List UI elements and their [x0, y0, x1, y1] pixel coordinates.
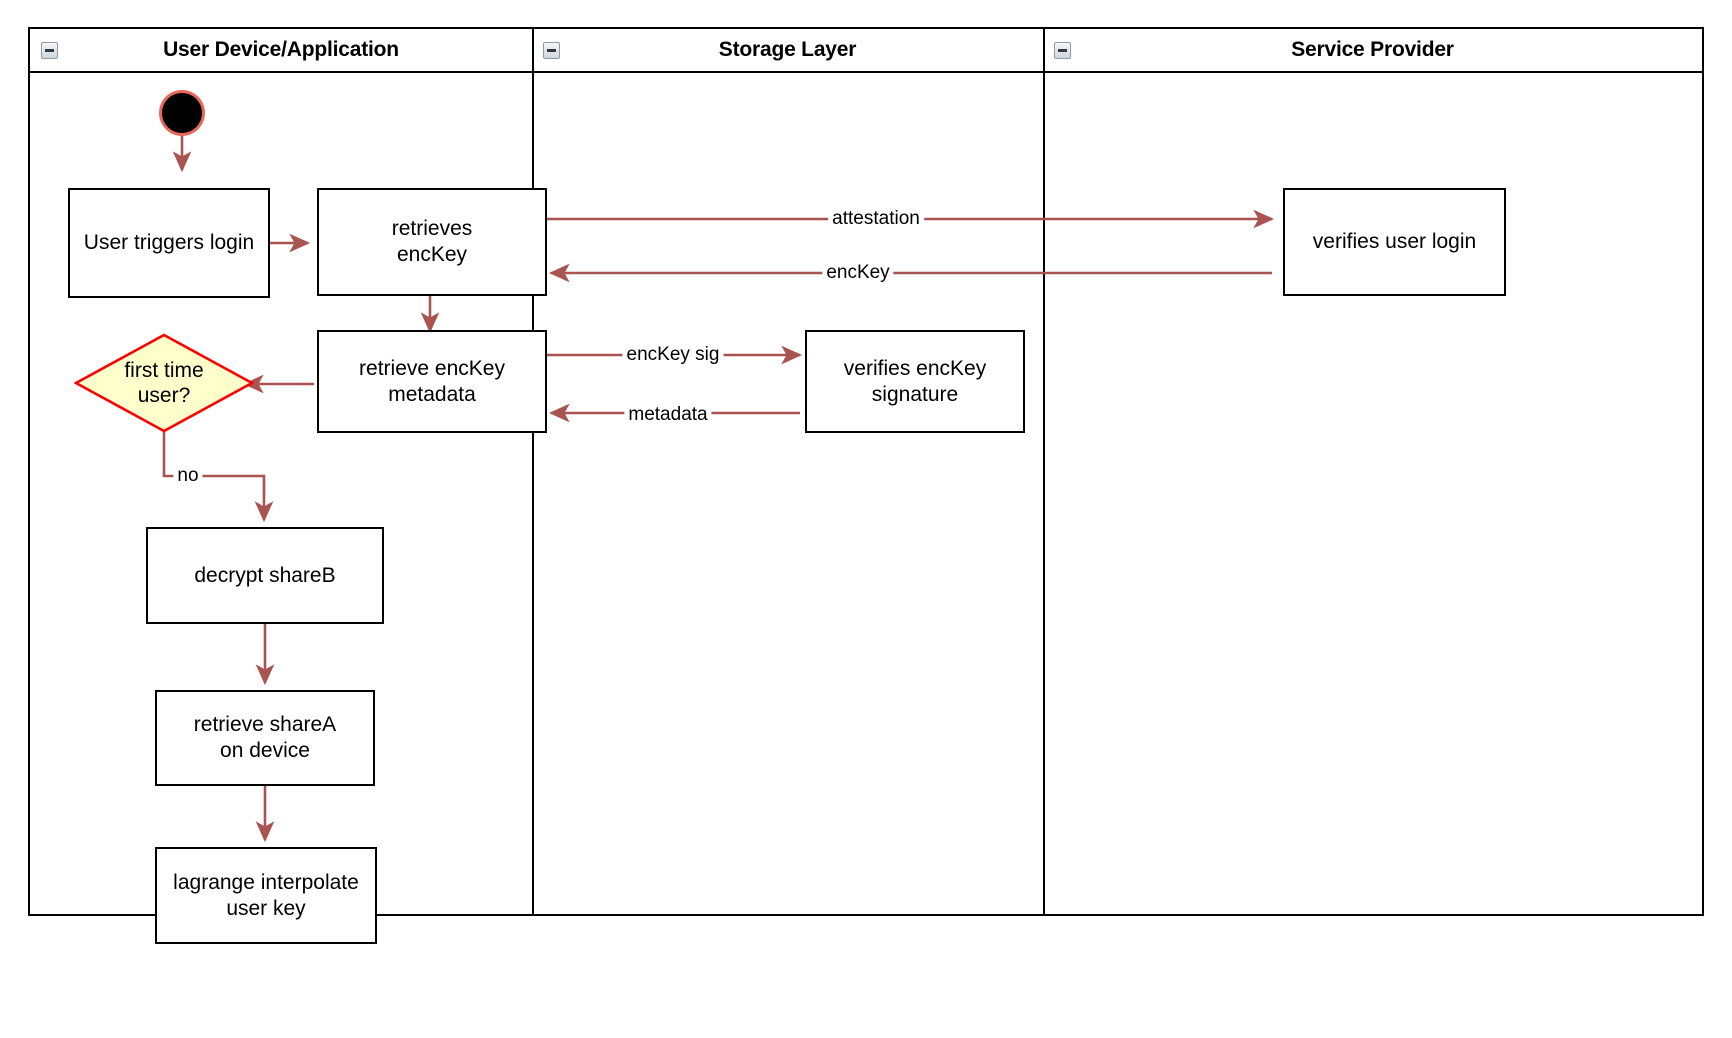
node-label-line1: retrieve encKey [359, 356, 505, 380]
node-verifies-user-login[interactable]: verifies user login [1283, 188, 1506, 296]
node-label-line2: on device [220, 739, 310, 762]
node-label-line1: retrieves [391, 217, 473, 241]
edge-label-enckey: encKey [822, 262, 894, 284]
lane-title-service-provider: Service Provider [1291, 38, 1454, 61]
node-lagrange-interpolate-user-key[interactable]: lagrange interpolate user key [155, 847, 377, 944]
collapse-minus-icon[interactable] [41, 42, 58, 59]
node-retrieve-sharea-on-device[interactable]: retrieve shareA on device [155, 690, 375, 786]
decision-diamond-shape [74, 333, 254, 433]
lane-title-user-device: User Device/Application [163, 38, 399, 61]
node-label-line1: lagrange interpolate [173, 870, 359, 894]
edge-label-no: no [173, 465, 203, 487]
node-decrypt-shareb[interactable]: decrypt shareB [146, 527, 384, 624]
lane-title-storage-layer: Storage Layer [718, 38, 857, 61]
node-label-line1: retrieve shareA [193, 713, 337, 737]
node-user-triggers-login[interactable]: User triggers login [68, 188, 270, 298]
node-retrieves-enckey[interactable]: retrieves encKey [317, 188, 547, 296]
node-label-line2: metadata [388, 382, 476, 406]
lane-header-service-provider: Service Provider [1043, 29, 1702, 73]
lane-divider-1 [532, 29, 534, 914]
node-label: verifies user login [1312, 230, 1477, 254]
lane-header-user-device: User Device/Application [30, 29, 532, 73]
lane-header-storage-layer: Storage Layer [532, 29, 1043, 73]
node-label-line1: verifies encKey [843, 356, 987, 380]
node-label: decrypt shareB [194, 563, 336, 587]
node-label-line2: user key [226, 896, 306, 920]
lane-divider-2 [1043, 29, 1045, 914]
edge-label-enckey-sig: encKey sig [622, 344, 724, 366]
node-verifies-enckey-signature[interactable]: verifies encKey signature [805, 330, 1025, 433]
node-first-time-user-decision[interactable]: first time user? [74, 333, 254, 433]
node-label-line2: encKey [396, 243, 468, 266]
node-retrieve-enckey-metadata[interactable]: retrieve encKey metadata [317, 330, 547, 433]
node-label: User triggers login [83, 231, 255, 255]
start-node[interactable] [159, 90, 205, 136]
collapse-minus-icon[interactable] [1054, 42, 1071, 59]
edge-label-metadata: metadata [624, 404, 712, 426]
collapse-minus-icon[interactable] [543, 42, 560, 59]
edge-label-attestation: attestation [828, 208, 924, 230]
node-label-line2: signature [871, 382, 959, 406]
